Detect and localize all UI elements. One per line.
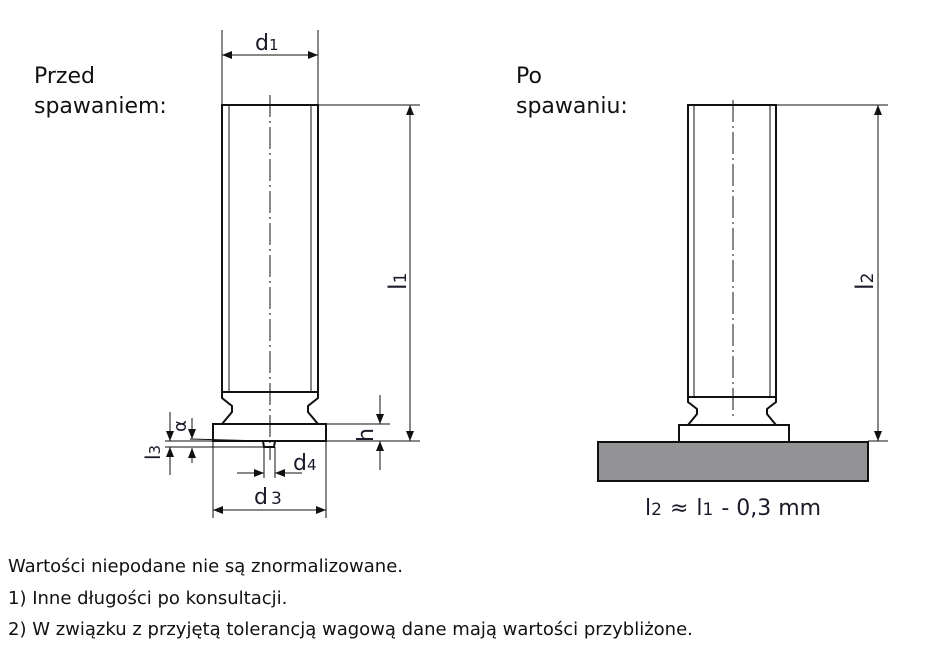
l1-label: l1 — [384, 273, 412, 291]
ignition-tip — [262, 440, 276, 448]
stud-before-welding — [212, 95, 327, 460]
d1-label: d1 — [255, 31, 279, 56]
length-formula: l2≈l1- 0,3 mm — [645, 496, 821, 521]
after-caption: Po spawaniu: — [516, 62, 628, 122]
before-caption: Przed spawaniem: — [34, 62, 167, 122]
alpha-label: α — [170, 420, 191, 432]
before-title-line1: Przed — [34, 64, 95, 89]
stud-neck — [221, 392, 319, 425]
note-2: 2) W związku z przyjętą tolerancją wagow… — [8, 619, 693, 640]
dimensions-after — [776, 104, 888, 442]
dimensions-before — [165, 30, 420, 518]
h-label: h — [354, 428, 379, 442]
stud-shaft — [687, 104, 777, 398]
stud-neck — [687, 397, 777, 426]
after-title-line2: spawaniu: — [516, 94, 628, 119]
note-general: Wartości niepodane nie są znormalizowane… — [8, 556, 403, 577]
l2-label: l2 — [851, 273, 879, 291]
l3-label: l3 — [141, 445, 165, 460]
stud-after-welding — [597, 100, 869, 482]
base-plate — [597, 441, 869, 482]
before-title-line2: spawaniem: — [34, 94, 167, 119]
after-title-line1: Po — [516, 64, 542, 89]
d4-label: d4 — [293, 451, 317, 476]
stud-flange — [678, 424, 790, 443]
note-1: 1) Inne długości po konsultacji. — [8, 588, 288, 609]
